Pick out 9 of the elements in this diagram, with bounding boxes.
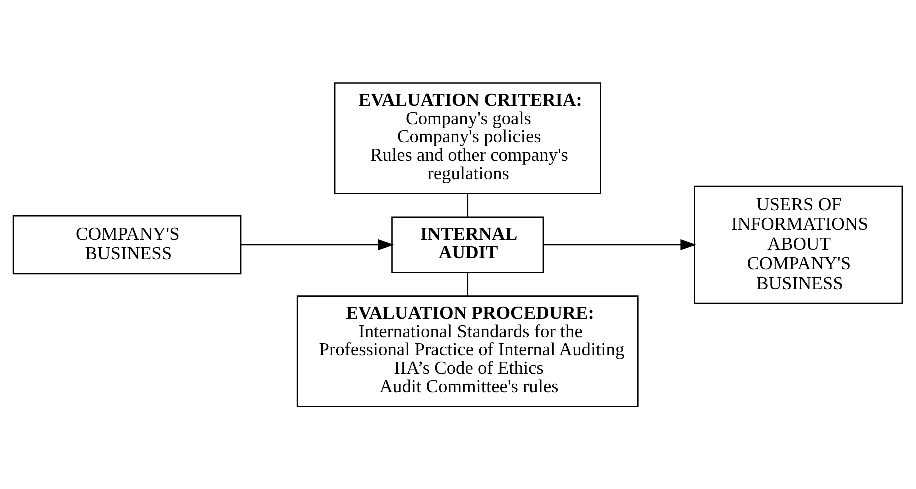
connector <box>467 193 469 217</box>
arrow <box>544 238 696 250</box>
node-box: USERS OF INFORMATIONS ABOUT COMPANY'S BUSINESS <box>694 185 904 304</box>
node-box: INTERNAL AUDIT <box>392 216 544 273</box>
node-box: COMPANY'S BUSINESS <box>12 214 242 274</box>
arrow <box>241 238 394 250</box>
node-box: EVALUATION PROCEDURE: International Standards for the Professional Practice of Internal Auditing IIA’s Code of Ethics Audit Committee's rules <box>296 295 639 407</box>
connector <box>467 272 469 296</box>
node-box: EVALUATION CRITERIA: Company's goals Company's policies Rules and other company's regulations <box>334 82 602 194</box>
